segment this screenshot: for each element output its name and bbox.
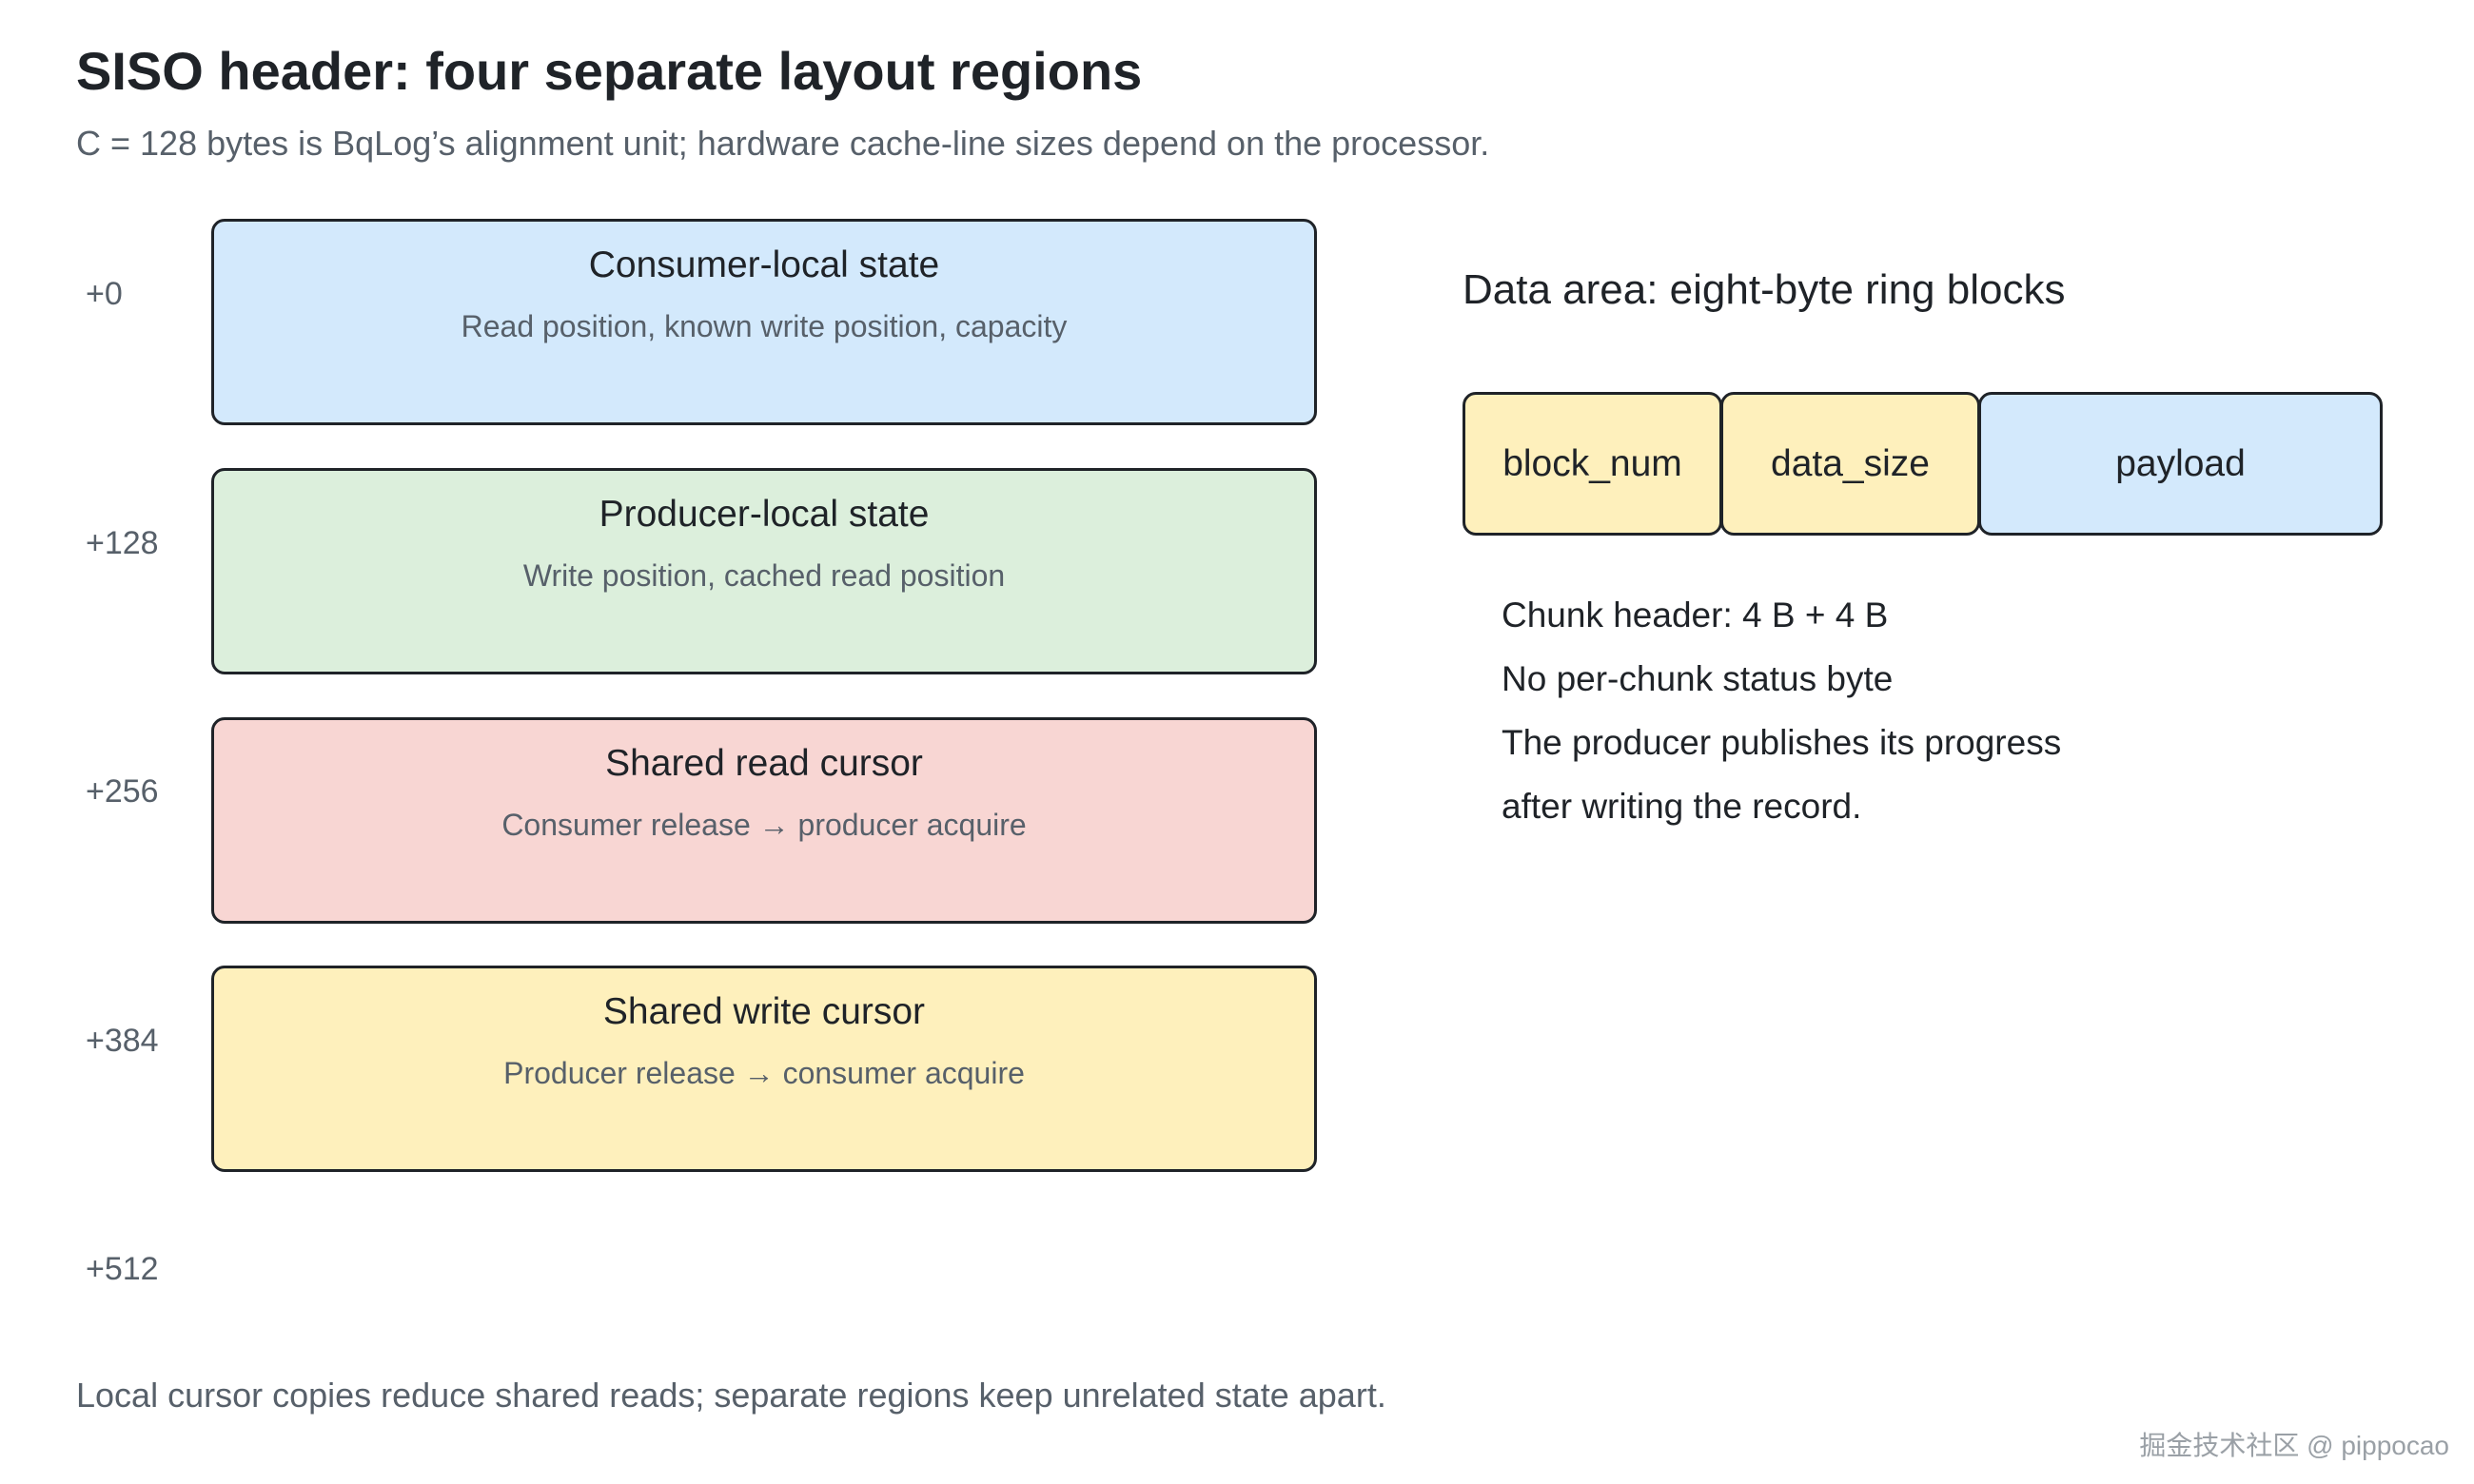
diagram-title: SISO header: four separate layout region… [76, 41, 1143, 101]
diagram-subtitle: C = 128 bytes is BqLog’s alignment unit;… [76, 124, 1490, 163]
region-description: Consumer release → producer acquire [501, 808, 1027, 842]
offset-label-256: +256 [86, 773, 159, 810]
offset-label-128: +128 [86, 525, 159, 561]
watermark: 掘金技术社区 @ pippocao [2139, 1431, 2449, 1460]
data-area-note-1: Chunk header: 4 B + 4 B [1502, 596, 1889, 635]
region-consumer-local-state: Consumer-local state Read position, know… [211, 219, 1317, 425]
offset-label-512: +512 [86, 1251, 159, 1287]
payload-field: payload [1978, 392, 2383, 536]
data-area-title: Data area: eight-byte ring blocks [1463, 266, 2066, 313]
block-num-field: block_num [1463, 392, 1722, 536]
diagram-footer-note: Local cursor copies reduce shared reads;… [76, 1376, 1386, 1415]
region-title: Producer-local state [599, 494, 930, 535]
region-title: Consumer-local state [588, 244, 940, 285]
data-area-note-3: The producer publishes its progress [1502, 723, 2062, 762]
region-description: Producer release → consumer acquire [503, 1056, 1025, 1090]
data-area-note-2: No per-chunk status byte [1502, 659, 1894, 698]
data-area-note-4: after writing the record. [1502, 787, 1862, 826]
region-description: Write position, cached read position [522, 558, 1006, 593]
region-description: Read position, known write position, cap… [461, 309, 1068, 343]
region-title: Shared read cursor [605, 743, 923, 784]
region-title: Shared write cursor [602, 991, 926, 1032]
region-producer-local-state: Producer-local state Write position, cac… [211, 468, 1317, 674]
offset-label-384: +384 [86, 1023, 159, 1059]
data-size-field: data_size [1720, 392, 1980, 536]
offset-label-0: +0 [86, 276, 123, 312]
region-shared-write-cursor: Shared write cursor Producer release → c… [211, 966, 1317, 1172]
region-shared-read-cursor: Shared read cursor Consumer release → pr… [211, 717, 1317, 924]
